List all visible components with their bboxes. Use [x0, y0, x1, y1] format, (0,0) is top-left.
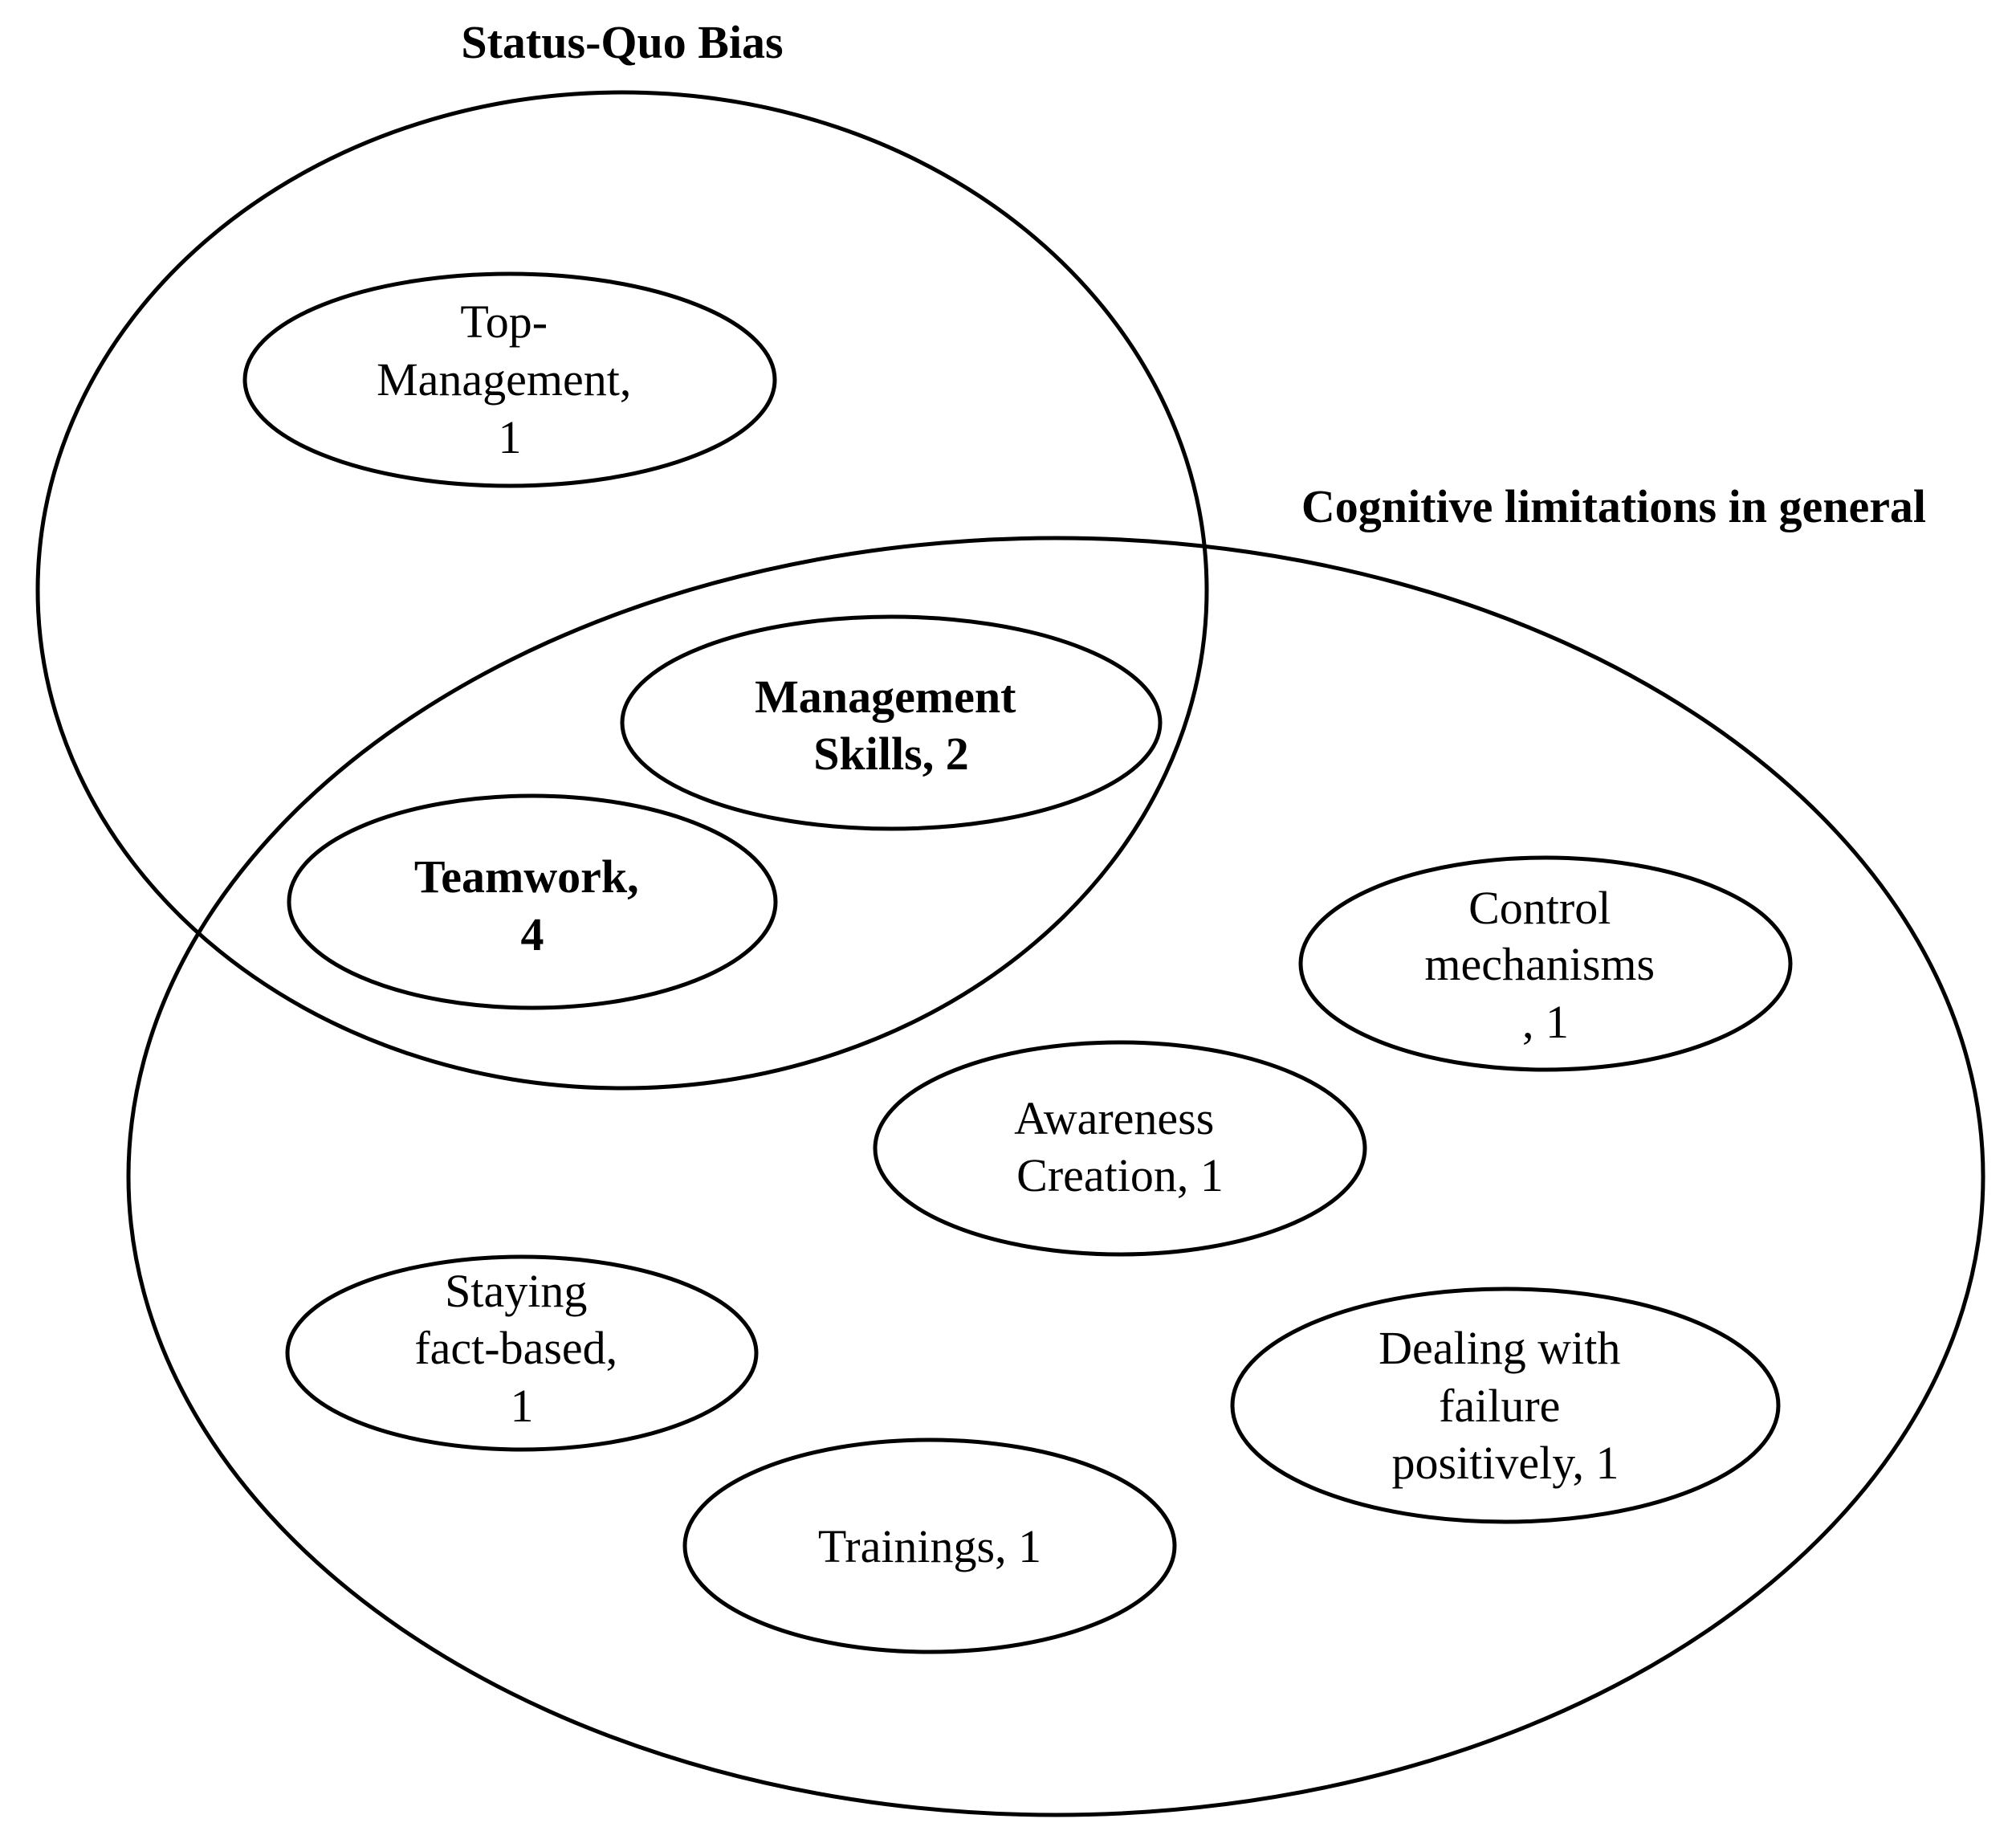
- status-quo-bias-set: [35, 90, 1209, 1091]
- item-management-skills-label: Management Skills, 2: [755, 671, 1028, 780]
- item-trainings-label: Trainings, 1: [818, 1520, 1041, 1572]
- item-top-management-ellipse: [242, 271, 777, 488]
- item-trainings-ellipse: [682, 1437, 1177, 1654]
- item-control-mechanisms-ellipse: [1298, 855, 1793, 1072]
- item-teamwork-label: Teamwork, 4: [414, 850, 650, 960]
- item-dealing-with-failure-label: Dealing with failure positively, 1: [1379, 1322, 1632, 1489]
- status-quo-bias-title: Status-Quo Bias: [461, 16, 783, 68]
- item-dealing-with-failure-ellipse: [1230, 1287, 1781, 1524]
- item-control-mechanisms-label: Control mechanisms , 1: [1424, 882, 1666, 1048]
- item-awareness-creation-ellipse: [873, 1040, 1367, 1257]
- item-staying-fact-based-ellipse: [285, 1254, 759, 1452]
- item-staying-fact-based-label: Staying fact-based, 1: [414, 1265, 629, 1432]
- item-teamwork-ellipse: [287, 793, 778, 1010]
- item-management-skills-ellipse: [620, 614, 1163, 831]
- cognitive-limitations-title: Cognitive limitations in general: [1301, 480, 1926, 532]
- cognitive-limitations-set: [126, 536, 1985, 1817]
- item-top-management-label: Top- Management, 1: [377, 296, 643, 463]
- item-awareness-creation-label: Awareness Creation, 1: [1014, 1092, 1226, 1201]
